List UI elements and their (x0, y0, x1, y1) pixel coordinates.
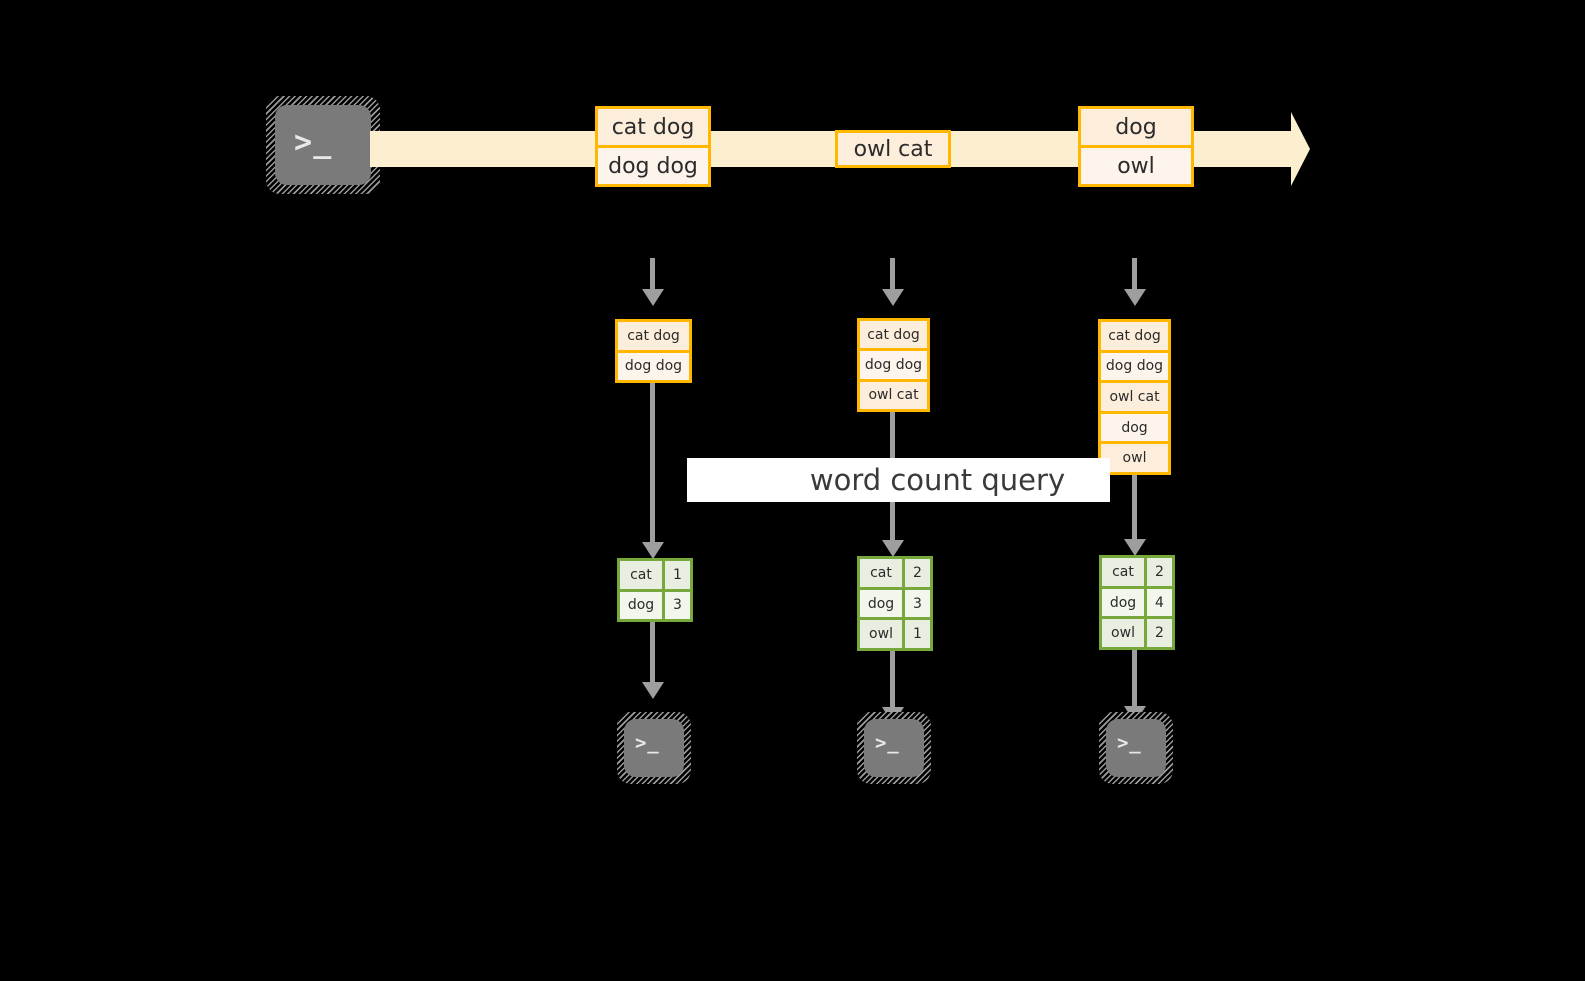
column-1-input-box: cat dog dog dog (615, 319, 692, 383)
column-1-process-arrowhead (642, 542, 664, 559)
stream-record-cell: dog dog (598, 145, 708, 184)
column-1-sink-line (650, 622, 655, 687)
input-row: dog (1101, 410, 1168, 442)
result-row: cat 1 (620, 561, 690, 589)
input-row: cat dog (860, 321, 927, 349)
result-row: dog 4 (1102, 585, 1172, 617)
column-3-result-table: cat 2 dog 4 owl 2 (1099, 555, 1175, 650)
stream-record-cell: owl cat (838, 133, 948, 165)
result-word-cell: cat (1102, 558, 1144, 586)
input-row: owl cat (860, 378, 927, 409)
result-row: dog 3 (620, 588, 690, 619)
result-word-cell: owl (1102, 619, 1144, 648)
column-1-sink-terminal-icon: >_ (617, 712, 691, 784)
column-3-input-box: cat dog dog dog owl cat dog owl (1098, 319, 1171, 475)
terminal-prompt-glyph: >_ (635, 732, 660, 754)
query-label-band: word count query (687, 458, 1110, 502)
terminal-prompt-glyph: >_ (1117, 732, 1142, 754)
result-word-cell: owl (860, 620, 902, 649)
result-count-cell: 2 (1144, 558, 1172, 586)
column-2-process-arrowhead (882, 540, 904, 557)
input-row: cat dog (1101, 322, 1168, 350)
trigger-arrowhead-2 (882, 289, 904, 306)
terminal-prompt-glyph: >_ (294, 125, 333, 160)
column-3-sink-terminal-icon: >_ (1099, 712, 1173, 784)
trigger-dashed-line-2 (890, 258, 895, 291)
result-word-cell: dog (1102, 588, 1144, 617)
result-count-cell: 1 (902, 620, 930, 649)
column-1-result-table: cat 1 dog 3 (617, 558, 693, 622)
column-2-input-box: cat dog dog dog owl cat (857, 318, 930, 412)
result-count-cell: 3 (662, 591, 690, 619)
column-2-sink-terminal-icon: >_ (857, 712, 931, 784)
terminal-body (624, 719, 684, 777)
result-count-cell: 2 (1144, 619, 1172, 648)
stream-record-cell: owl (1081, 145, 1191, 184)
column-3-sink-line (1132, 650, 1137, 715)
result-row: dog 3 (860, 586, 930, 618)
trigger-arrowhead-1 (642, 289, 664, 306)
source-terminal-icon: >_ (266, 96, 380, 194)
stream-record-group-3: dog owl (1078, 106, 1194, 187)
stream-record-group-1: cat dog dog dog (595, 106, 711, 187)
input-row: dog dog (618, 349, 689, 380)
terminal-body (275, 105, 371, 185)
result-row: owl 1 (860, 617, 930, 649)
input-row: owl cat (1101, 380, 1168, 411)
result-count-cell: 2 (902, 559, 930, 587)
input-row: dog dog (1101, 349, 1168, 381)
result-word-cell: dog (620, 591, 662, 619)
result-row: cat 2 (1102, 558, 1172, 586)
column-2-result-table: cat 2 dog 3 owl 1 (857, 556, 933, 651)
column-1-sink-arrowhead (642, 682, 664, 699)
result-row: cat 2 (860, 559, 930, 587)
result-row: owl 2 (1102, 616, 1172, 648)
input-row: dog dog (860, 348, 927, 379)
result-word-cell: cat (620, 561, 662, 589)
column-3-process-arrowhead (1124, 539, 1146, 556)
column-3-process-line (1132, 475, 1137, 548)
input-row: cat dog (618, 322, 689, 350)
trigger-dashed-line-1 (650, 258, 655, 291)
result-count-cell: 1 (662, 561, 690, 589)
trigger-arrowhead-3 (1124, 289, 1146, 306)
input-row: owl (1101, 441, 1168, 472)
column-2-sink-line (890, 651, 895, 716)
result-count-cell: 3 (902, 589, 930, 618)
trigger-dashed-line-3 (1132, 258, 1137, 291)
query-label: word count query (809, 463, 1066, 497)
stream-record-group-2: owl cat (835, 130, 951, 168)
terminal-body (1106, 719, 1166, 777)
result-word-cell: dog (860, 589, 902, 618)
stream-record-cell: cat dog (598, 109, 708, 145)
result-word-cell: cat (860, 559, 902, 587)
terminal-prompt-glyph: >_ (875, 732, 900, 754)
terminal-body (864, 719, 924, 777)
event-stream-arrowhead (1291, 112, 1313, 186)
result-count-cell: 4 (1144, 588, 1172, 617)
column-1-process-line (650, 383, 655, 551)
stream-record-cell: dog (1081, 109, 1191, 145)
